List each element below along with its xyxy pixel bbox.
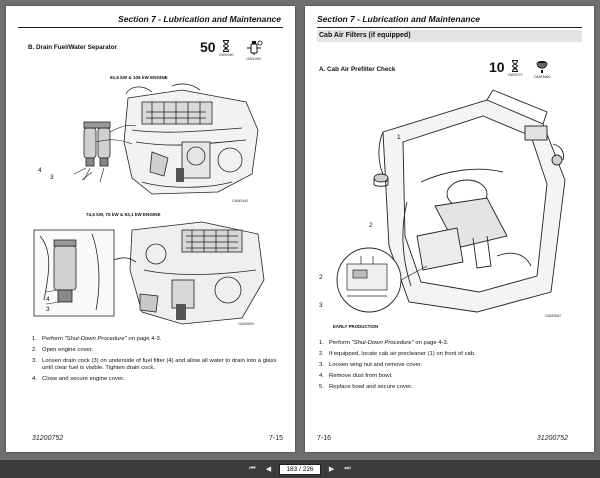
interval-hours: 10 (489, 59, 505, 75)
callout-2: 2 (319, 274, 323, 281)
callout-3: 3 (50, 174, 54, 181)
fuel-filter-icon (246, 40, 262, 55)
air-prefilter-icon (536, 61, 548, 73)
footer-page-number: 7-16 (317, 435, 332, 442)
hourglass-icon (512, 60, 519, 72)
footer-page-number: 7-15 (268, 435, 283, 442)
footer-doc-number: 31200752 (536, 435, 568, 442)
callout-4: 4 (38, 167, 42, 174)
figure-code: OAM3662 (545, 314, 562, 318)
previous-page-icon[interactable]: ◀ (265, 466, 272, 473)
footer-doc-number: 31200752 (32, 435, 64, 442)
figure-code: OAM3440 (232, 199, 249, 203)
callout-1: 1 (397, 134, 401, 141)
engine-figure-top (73, 83, 259, 195)
section-header: Section 7 - Lubrication and Maintenance (317, 14, 480, 24)
interval-indicator: 50 OW0080 OW1060 (200, 40, 263, 61)
interval-code: OW0070 (507, 73, 523, 77)
procedure-step: 4.Remove dust from bowl. (319, 373, 393, 379)
interval-hours: 50 (200, 39, 216, 55)
section-header: Section 7 - Lubrication and Maintenance (118, 14, 281, 24)
figure-code: OAM3650 (238, 322, 255, 326)
section-bar-title: Cab Air Filters (if equipped) (317, 30, 582, 42)
procedure-steps: 1.Perform "Shut-Down Procedure" on page … (32, 336, 284, 387)
engine-figure-bottom (33, 221, 265, 325)
header-rule (317, 27, 582, 28)
callout-2: 2 (369, 222, 373, 229)
hourglass-icon (223, 40, 230, 52)
cab-figure (336, 89, 566, 313)
figure-title: 92,6 kW & 106 kW ENGINE (110, 75, 168, 80)
figure-title: 74,5 kW, 75 kW & 93,1 kW ENGINE (86, 212, 161, 217)
page-right: Section 7 - Lubrication and Maintenance … (305, 6, 594, 452)
last-page-icon[interactable]: ⏭ (344, 465, 351, 472)
procedure-step: 4.Close and secure engine cover. (32, 376, 125, 382)
procedure-step: 2.If equipped, locate cab air precleaner… (319, 351, 476, 357)
page-left: Section 7 - Lubrication and Maintenance … (6, 6, 295, 452)
subsection-title: B. Drain Fuel/Water Separator (28, 44, 117, 51)
procedure-steps: 1.Perform "Shut-Down Procedure" on page … (319, 340, 583, 395)
interval-code: OW0080 (218, 53, 234, 57)
icon-code: OW1060 (246, 57, 262, 61)
page-indicator-input[interactable]: 183 / 226 (279, 463, 321, 475)
callout-4: 4 (46, 296, 50, 303)
subsection-title: A. Cab Air Prefilter Check (319, 66, 396, 73)
first-page-icon[interactable]: ⏮ (249, 465, 256, 472)
procedure-step: 2.Open engine cover. (32, 347, 94, 353)
figure-caption: EARLY PRODUCTION (333, 324, 379, 329)
viewer-toolbar: ⏮ ◀ 183 / 226 ▶ ⏭ (0, 460, 600, 478)
icon-code: OAM3660 (533, 75, 551, 79)
procedure-step: 5.Replace bowl and secure cover. (319, 384, 413, 390)
procedure-step: 1.Perform "Shut-Down Procedure" on page … (32, 336, 162, 342)
callout-3: 3 (46, 306, 50, 313)
procedure-step: 1.Perform "Shut-Down Procedure" on page … (319, 340, 449, 346)
interval-indicator: 10 OW0070 OAM3660 (489, 60, 551, 79)
procedure-step: 3.Loosen drain cock (3) on underside of … (32, 358, 277, 371)
procedure-step: 3.Loosen wing nut and remove cover. (319, 362, 422, 368)
next-page-icon[interactable]: ▶ (328, 466, 335, 473)
callout-3: 3 (319, 302, 323, 309)
header-rule (18, 27, 283, 28)
